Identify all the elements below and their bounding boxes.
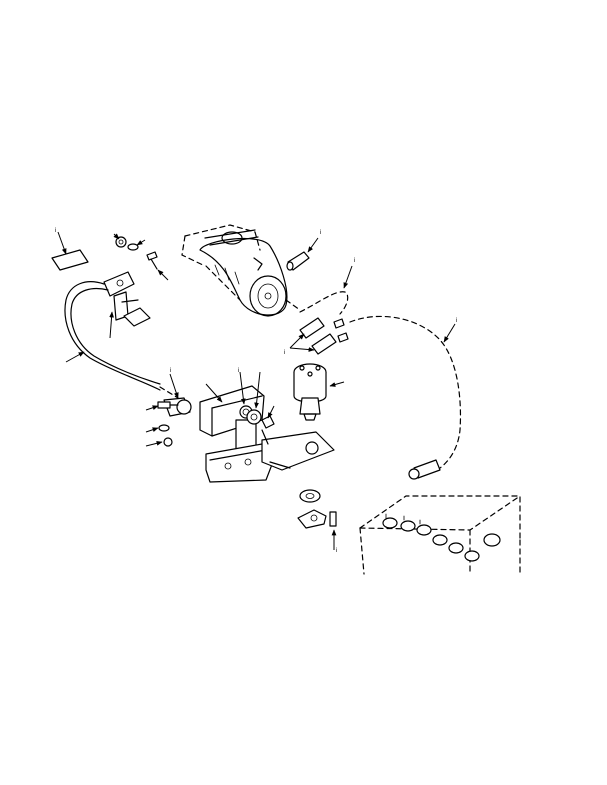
cable-clamp: i xyxy=(146,368,191,446)
callout-mark: i xyxy=(320,230,321,236)
callout-mark: i xyxy=(284,350,285,356)
callout-mark: i xyxy=(238,368,239,374)
solenoid xyxy=(294,364,344,420)
terminal-washers: i xyxy=(238,368,274,444)
callout-mark: i xyxy=(456,318,457,324)
starter-motor xyxy=(182,225,300,316)
callout-mark: i xyxy=(55,228,56,234)
ground-cable xyxy=(65,282,178,398)
battery xyxy=(360,496,520,574)
callout-mark: i xyxy=(170,368,171,374)
battery-cable: i xyxy=(350,316,460,479)
starter-cable: i xyxy=(300,258,355,314)
battery-switch-handle xyxy=(104,272,150,338)
identification-plate: i xyxy=(52,228,88,270)
nut-washer-screw-set xyxy=(113,233,168,280)
callout-mark: i xyxy=(336,548,337,554)
lower-hardware: i xyxy=(298,490,337,554)
terminal-boot-upper: i xyxy=(287,230,321,270)
callout-mark: i xyxy=(354,258,355,264)
terminal-boots-pair: i xyxy=(284,318,348,356)
